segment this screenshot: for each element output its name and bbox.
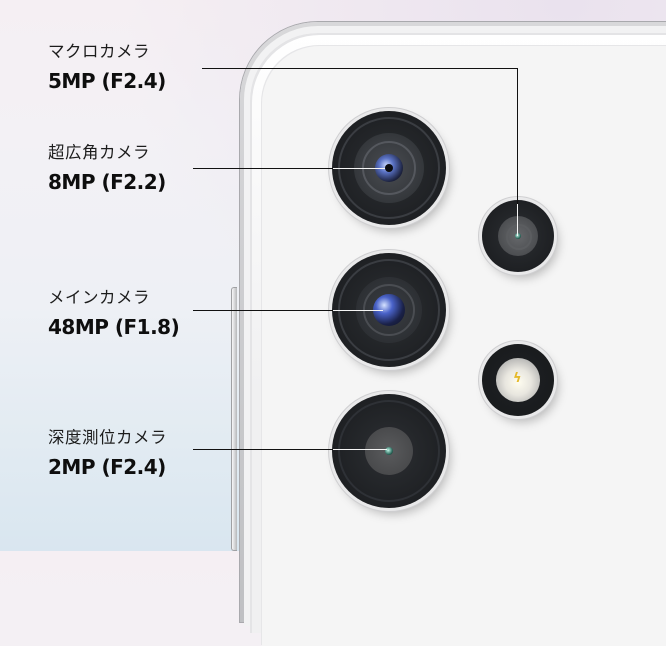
- camera-name: メインカメラ: [48, 288, 150, 307]
- main-leader-line-inside: [333, 310, 383, 311]
- main-leader-line: [193, 310, 333, 311]
- macro-camera-label: マクロカメラ 5MP (F2.4): [48, 42, 166, 94]
- ultra-wide-camera-label: 超広角カメラ 8MP (F2.2): [48, 143, 166, 195]
- camera-name: 深度測位カメラ: [48, 428, 167, 447]
- camera-name: マクロカメラ: [48, 42, 150, 61]
- camera-name: 超広角カメラ: [48, 143, 150, 162]
- macro-leader-line-vertical-outside: [517, 68, 518, 204]
- ultra-wide-leader-line: [193, 168, 333, 169]
- camera-spec: 8MP (F2.2): [48, 170, 166, 194]
- camera-spec: 5MP (F2.4): [48, 69, 166, 93]
- depth-camera-label: 深度測位カメラ 2MP (F2.4): [48, 428, 167, 480]
- depth-camera-lens: [332, 394, 446, 508]
- depth-leader-line-inside: [333, 449, 387, 450]
- main-camera-label: メインカメラ 48MP (F1.8): [48, 288, 180, 340]
- macro-camera-lens: [482, 200, 554, 272]
- depth-leader-line: [193, 449, 333, 450]
- macro-leader-line-horizontal: [202, 68, 518, 69]
- phone-back-panel: [262, 46, 666, 646]
- flash-module: ϟ: [482, 344, 554, 416]
- macro-leader-line-vertical-inside: [517, 204, 518, 236]
- camera-spec: 2MP (F2.4): [48, 455, 166, 479]
- flash-bolt-icon: ϟ: [513, 371, 522, 386]
- camera-spec: 48MP (F1.8): [48, 315, 180, 339]
- phone-side-button: [231, 287, 237, 551]
- ultra-wide-leader-line-inside: [333, 168, 385, 169]
